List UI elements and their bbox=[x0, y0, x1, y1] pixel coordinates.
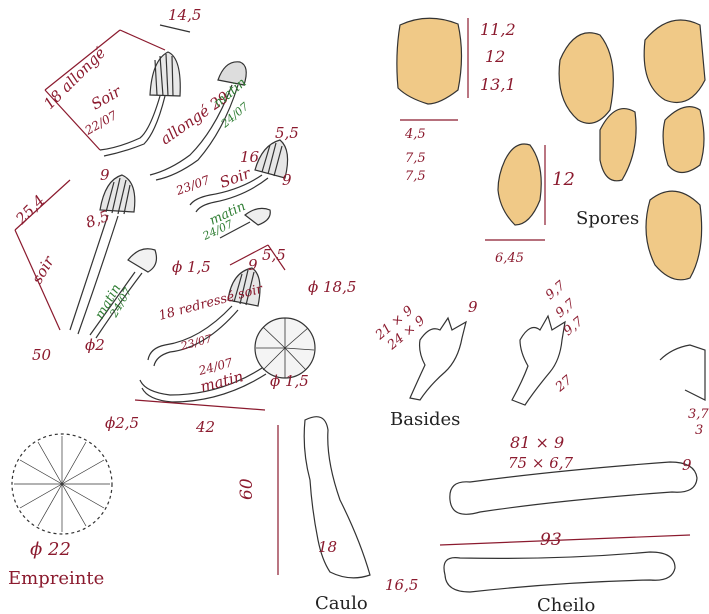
annotation: 60 bbox=[237, 478, 257, 500]
annotation: 5,5 bbox=[262, 246, 286, 264]
annotation: 9 bbox=[248, 256, 258, 274]
annotation: 3 bbox=[695, 423, 703, 438]
annotation: 9 bbox=[100, 166, 110, 184]
annotation: 16,5 bbox=[385, 576, 418, 594]
annotation: 9 bbox=[282, 171, 292, 189]
spores-label: Spores bbox=[576, 208, 639, 229]
empreinte-sketch bbox=[12, 434, 112, 534]
annotation: 23/07 bbox=[178, 332, 213, 353]
annotation: 11,2 bbox=[480, 20, 516, 39]
annotation: 3,7 bbox=[688, 407, 709, 422]
annotation: 81 × 9 bbox=[510, 433, 564, 452]
annotation: 25,4 bbox=[11, 191, 48, 228]
cheilo-label: Cheilo bbox=[537, 595, 595, 614]
annotation: 75 × 6,7 bbox=[508, 454, 574, 472]
caulo-label: Caulo bbox=[315, 593, 368, 614]
annotation: Soir bbox=[217, 164, 253, 192]
basides-drawings bbox=[410, 316, 705, 405]
annotation: 4,5 bbox=[404, 127, 426, 142]
annotation: ϕ 22 bbox=[30, 539, 71, 560]
annotation: 7,5 bbox=[405, 169, 426, 184]
empreinte-label: Empreinte bbox=[8, 568, 104, 589]
annotation: ϕ2 bbox=[85, 336, 105, 354]
annotation: 50 bbox=[32, 346, 52, 364]
annotation: 9 bbox=[468, 298, 478, 316]
annotation: 14,5 bbox=[168, 6, 201, 24]
annotation: 42 bbox=[195, 418, 215, 436]
annotation: 23/07 bbox=[173, 173, 212, 198]
annotation: ϕ 1,5 bbox=[172, 258, 211, 276]
annotation: 13,1 bbox=[480, 75, 516, 94]
annotation: 18 bbox=[318, 538, 337, 556]
annotation: 27 bbox=[552, 372, 576, 395]
annotation: Soir bbox=[88, 82, 125, 114]
annotation: 12 bbox=[485, 47, 505, 66]
annotation: 22/07 bbox=[82, 108, 120, 138]
annotation: 9 bbox=[682, 456, 692, 474]
cheilo-drawings bbox=[440, 462, 697, 592]
annotation: 16 bbox=[240, 148, 260, 166]
spores-drawings bbox=[397, 18, 705, 280]
annotation: ϕ 18,5 bbox=[308, 278, 356, 296]
annotation: 93 bbox=[540, 530, 562, 550]
basides-label: Basides bbox=[390, 409, 460, 430]
annotation: 12 bbox=[552, 169, 575, 190]
annotation: 7,5 bbox=[405, 151, 426, 166]
annotation: soir bbox=[28, 252, 58, 287]
mushroom-sketch-3 bbox=[190, 140, 288, 238]
annotation: ϕ2,5 bbox=[105, 414, 139, 432]
annotation: ϕ 1,5 bbox=[270, 372, 309, 390]
annotation: 6,45 bbox=[495, 251, 524, 266]
annotation: 5,5 bbox=[275, 124, 299, 142]
